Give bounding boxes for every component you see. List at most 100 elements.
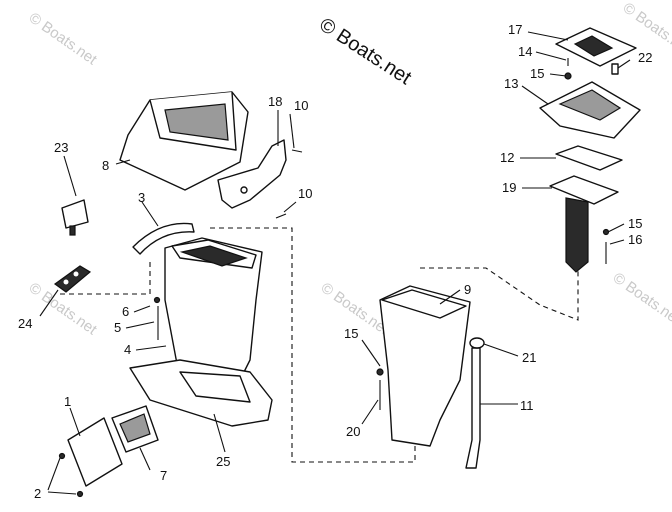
leader-4 bbox=[135, 345, 167, 351]
watermark-faint-top-left: © Boats.net bbox=[26, 9, 101, 68]
leader-21 bbox=[483, 343, 519, 357]
leader-7 bbox=[139, 447, 151, 471]
screw-part-10-upper bbox=[291, 149, 303, 153]
gasket-part-12 bbox=[555, 145, 623, 171]
callout-23: 23 bbox=[54, 140, 68, 155]
callout-22: 22 bbox=[638, 50, 652, 65]
leader-10a bbox=[289, 113, 295, 149]
water-tube-part-11 bbox=[465, 347, 481, 469]
exhaust-tube-top bbox=[381, 289, 467, 319]
seal-strip-part-3 bbox=[132, 222, 195, 255]
midsection-housing-part-4 bbox=[129, 237, 273, 427]
callout-7: 7 bbox=[160, 468, 167, 483]
adapter-plate-part-13 bbox=[539, 81, 641, 139]
plate-part-23 bbox=[61, 199, 89, 236]
leader-16 bbox=[609, 239, 625, 245]
callout-2: 2 bbox=[34, 486, 41, 501]
callout-13: 13 bbox=[504, 76, 518, 91]
clip-body bbox=[53, 265, 92, 293]
leader-2b bbox=[47, 491, 77, 495]
leader-10b bbox=[283, 201, 297, 213]
callout-labels: 1 2 3 4 5 6 7 8 9 10 10 11 12 13 14 15 1… bbox=[18, 22, 652, 501]
bracket-hole bbox=[240, 186, 248, 194]
leader-17 bbox=[527, 31, 569, 41]
leader-1 bbox=[69, 407, 81, 437]
callout-10-lower: 10 bbox=[298, 186, 312, 201]
housing-upper-body bbox=[164, 237, 263, 381]
leader-13 bbox=[521, 85, 549, 105]
gasket-opening bbox=[573, 35, 614, 57]
leader-15b bbox=[361, 339, 381, 367]
dashed-line-24 bbox=[60, 262, 151, 295]
pin-part-22 bbox=[611, 63, 619, 75]
leader-24 bbox=[39, 289, 59, 317]
callout-18: 18 bbox=[268, 94, 282, 109]
exhaust-tube-part-9 bbox=[379, 285, 471, 447]
clip-part-24 bbox=[53, 265, 92, 293]
housing-base-recess bbox=[179, 371, 251, 403]
callout-15-middle: 15 bbox=[344, 326, 358, 341]
leader-8 bbox=[115, 159, 131, 165]
washer-part-15-right bbox=[602, 228, 610, 236]
callout-17: 17 bbox=[508, 22, 522, 37]
leader-9 bbox=[439, 289, 461, 305]
leader-lines bbox=[39, 31, 631, 495]
callout-16: 16 bbox=[628, 232, 642, 247]
bracket-body bbox=[217, 139, 287, 209]
leader-25 bbox=[213, 413, 226, 453]
callout-19: 19 bbox=[502, 180, 516, 195]
leader-14 bbox=[535, 51, 567, 61]
grommet-part-21 bbox=[469, 337, 485, 349]
leader-20 bbox=[361, 399, 379, 425]
adapter-tube-body bbox=[565, 197, 589, 273]
callout-15-right: 15 bbox=[628, 216, 642, 231]
callout-25: 25 bbox=[216, 454, 230, 469]
callout-10-upper: 10 bbox=[294, 98, 308, 113]
leader-5 bbox=[125, 321, 155, 329]
bracket-part-18 bbox=[217, 139, 287, 209]
dashed-line-housing-to-exhaust bbox=[210, 227, 416, 463]
callout-12: 12 bbox=[500, 150, 514, 165]
callout-24: 24 bbox=[18, 316, 32, 331]
washer-part-15-lower bbox=[376, 368, 384, 376]
callout-5: 5 bbox=[114, 320, 121, 335]
housing-opening bbox=[179, 245, 248, 267]
leader-2a bbox=[47, 457, 61, 491]
assembly-dashed-lines bbox=[60, 227, 579, 463]
callout-21: 21 bbox=[522, 350, 536, 365]
watermark-main: © Boats.net bbox=[315, 14, 415, 90]
plate-tab bbox=[69, 225, 76, 236]
callout-3: 3 bbox=[138, 190, 145, 205]
leader-15a bbox=[549, 73, 567, 77]
callout-9: 9 bbox=[464, 282, 471, 297]
screw-part-2-b bbox=[76, 490, 84, 498]
exhaust-tube-body bbox=[379, 285, 471, 447]
callout-14: 14 bbox=[518, 44, 532, 59]
gasket-plate-part-1 bbox=[67, 417, 123, 487]
callout-6: 6 bbox=[122, 304, 129, 319]
adapter-tube-part-19 bbox=[549, 175, 619, 273]
leader-15c bbox=[607, 223, 625, 233]
callout-8: 8 bbox=[102, 158, 109, 173]
leader-6 bbox=[133, 305, 151, 313]
clip-hole-2 bbox=[73, 271, 79, 277]
block-face bbox=[119, 413, 151, 443]
watermark-faint-mid-right: © Boats.net bbox=[610, 269, 672, 328]
leader-3 bbox=[141, 201, 159, 227]
adapter-recess bbox=[558, 89, 622, 121]
clip-hole-1 bbox=[63, 279, 69, 285]
adapter-tube-flange bbox=[549, 175, 619, 205]
callout-15-top: 15 bbox=[530, 66, 544, 81]
leader-22 bbox=[617, 59, 631, 69]
plate-body bbox=[61, 199, 89, 229]
cover-part-8 bbox=[119, 91, 249, 191]
screw-part-2-a bbox=[58, 452, 66, 460]
callout-11: 11 bbox=[520, 398, 534, 413]
leader-23 bbox=[63, 155, 77, 197]
callout-20: 20 bbox=[346, 424, 360, 439]
cover-inner-shade bbox=[164, 103, 229, 141]
callout-4: 4 bbox=[124, 342, 131, 357]
screw-part-10-lower bbox=[275, 213, 287, 219]
